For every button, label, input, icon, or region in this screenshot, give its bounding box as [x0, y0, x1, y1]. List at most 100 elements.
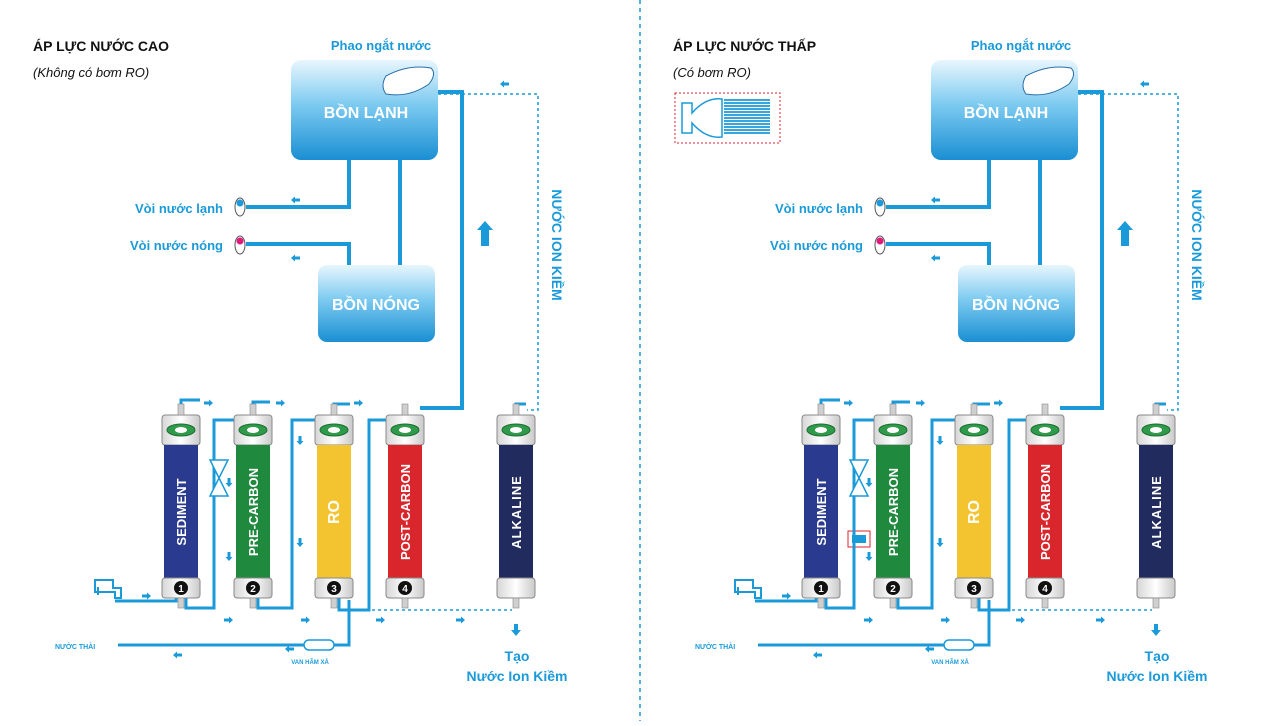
waste-label: NƯỚC THẢI [695, 642, 735, 651]
hot-tank-label: BỒN NÓNG [972, 295, 1060, 314]
post-carbon-to-cold-tank-pipe [420, 90, 464, 410]
filter-top-fitting [512, 403, 520, 416]
sediment-to-precarbon-pipe [824, 418, 888, 610]
filter-top-fitting [889, 403, 897, 416]
filter-body [1028, 445, 1062, 578]
flow-arrow [1096, 616, 1105, 624]
filter-label: ALKALINE [509, 475, 524, 549]
flow-arrow [936, 436, 944, 445]
flow-arrow [782, 592, 791, 600]
filter-bottom-fitting [330, 597, 338, 609]
filter-pre-carbon: PRE-CARBON 2 [233, 403, 273, 609]
filter-body [876, 445, 910, 578]
flow-arrow [864, 616, 873, 624]
filter-top-fitting [330, 403, 338, 416]
filter-top-fitting [970, 403, 978, 416]
filter-label: PRE-CARBON [246, 468, 261, 556]
filter-bottom-fitting [1041, 597, 1049, 609]
filter-logo-center [1039, 427, 1051, 433]
output-label-2: Nước Ion Kiềm [1107, 668, 1208, 684]
filter-logo-center [887, 427, 899, 433]
filter-body [1139, 445, 1173, 578]
filter-bottom-fitting [512, 597, 520, 609]
float-valve-icon [382, 66, 435, 96]
flow-arrow [225, 552, 233, 561]
hot-tank-label: BỒN NÓNG [332, 295, 420, 314]
precarbon-to-ro-pipe [256, 418, 330, 610]
hot-tap-label: Vòi nước nóng [770, 238, 863, 253]
filter-ro: RO3 [314, 403, 354, 609]
flow-arrow [354, 399, 363, 407]
input-faucet-icon [94, 579, 122, 599]
filter-logo-center [1150, 427, 1162, 433]
flush-valve-icon [303, 639, 335, 651]
output-label-2: Nước Ion Kiềm [467, 668, 568, 684]
flush-valve-icon [943, 639, 975, 651]
cold-tap-label: Vòi nước lạnh [775, 201, 863, 216]
filter-label: SEDIMENT [814, 478, 829, 545]
input-faucet-icon [734, 579, 762, 599]
flow-arrow [931, 254, 940, 262]
filter-label: RO [966, 500, 983, 524]
flow-arrow [500, 80, 509, 88]
filter-label: PRE-CARBON [886, 468, 901, 556]
filter-bottom-cap [496, 577, 536, 599]
filter-number-badge [174, 581, 188, 595]
filter-label: POST-CARBON [1038, 464, 1053, 560]
filter-body [804, 445, 838, 578]
cold-tap-pipe [886, 160, 991, 209]
filter-logo-center [399, 427, 411, 433]
flow-arrow [916, 399, 925, 407]
filter-bottom-cap [1136, 577, 1176, 599]
flow-up-arrow [477, 221, 493, 246]
filter-number: 4 [402, 584, 408, 595]
flow-arrow [291, 196, 300, 204]
panel-title: ÁP LỰC NƯỚC THẤP [673, 37, 816, 54]
flow-arrow [173, 651, 182, 659]
alkaline-return-dashed [438, 93, 539, 411]
flow-arrow [1140, 80, 1149, 88]
flow-up-arrow [1117, 221, 1133, 246]
flow-arrow [376, 616, 385, 624]
filter-number-badge [967, 581, 981, 595]
filter-bottom-fitting [889, 597, 897, 609]
cold-tank-label: BỒN LẠNH [964, 103, 1048, 122]
panel-high-pressure: ÁP LỰC NƯỚC CAO(Không có bơm RO)Phao ngắ… [33, 37, 568, 684]
filter-number-badge [814, 581, 828, 595]
check-valve-icon [848, 459, 870, 497]
flow-arrow [276, 399, 285, 407]
post-carbon-to-cold-tank-pipe [1060, 90, 1104, 410]
filter-alkaline: ALKALINE [496, 403, 536, 609]
filter-number: 2 [890, 584, 896, 595]
waste-pipe [758, 600, 991, 647]
output-down-arrow [1151, 624, 1161, 636]
filter-number: 2 [250, 584, 256, 595]
filter-bottom-fitting [177, 597, 185, 609]
flow-arrow [296, 436, 304, 445]
filter-number: 4 [1042, 584, 1048, 595]
filter-number: 1 [178, 584, 184, 595]
output-label-1: Tạo [1145, 648, 1170, 664]
ro-pump-box [674, 92, 781, 144]
inline-pump-core [852, 535, 866, 543]
filter-logo-center [175, 427, 187, 433]
filter-top-fitting [401, 403, 409, 416]
flow-arrow [301, 616, 310, 624]
filter-number: 3 [971, 584, 977, 595]
filter-top-fitting [817, 403, 825, 416]
hot-tap-pipe [886, 242, 991, 265]
flow-arrow [844, 399, 853, 407]
filter-logo-center [510, 427, 522, 433]
float-valve-icon [1022, 66, 1075, 96]
waste-label: NƯỚC THẢI [55, 642, 95, 651]
cold-tap-dot [876, 199, 884, 207]
filter-body [317, 445, 351, 578]
filter-top-fitting [1041, 403, 1049, 416]
sediment-to-precarbon-pipe [184, 418, 248, 610]
precarbon-to-ro-pipe [896, 418, 970, 610]
filter-body [388, 445, 422, 578]
filter-number: 3 [331, 584, 337, 595]
filter-number-badge [246, 581, 260, 595]
filter-ro: RO 3 [954, 403, 994, 609]
